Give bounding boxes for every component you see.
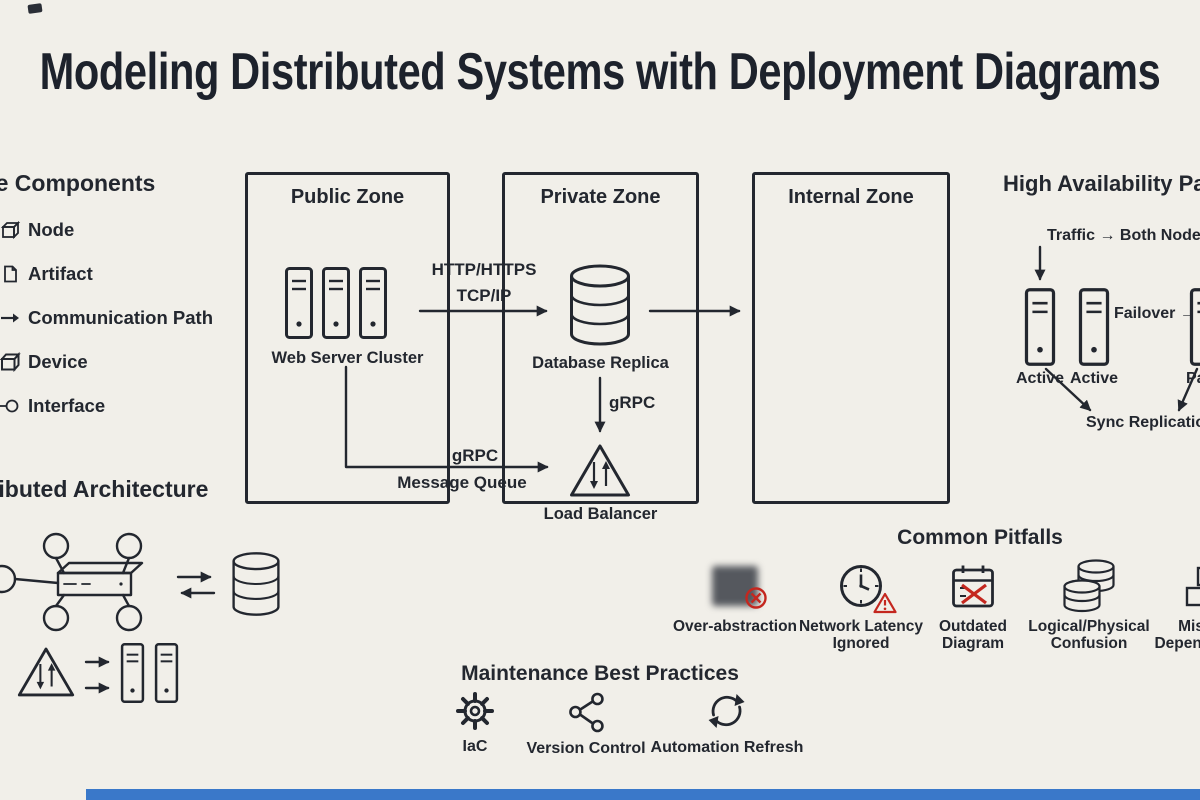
server-icon (120, 642, 145, 704)
component-item-device: Device (0, 348, 88, 376)
grpc-db-lb-label: gRPC (609, 393, 656, 412)
distributed-architecture-heading: Distributed Architecture (0, 476, 209, 502)
component-item-communication-path: Communication Path (0, 304, 213, 332)
calendar-x-icon (950, 560, 996, 612)
pitfall-outdated-diagram: Outdated Diagram (910, 560, 1036, 653)
maintenance-heading: Maintenance Best Practices (461, 662, 739, 685)
ha-node-label: Active (1069, 370, 1119, 387)
ha-node-label: Active (1015, 370, 1065, 387)
maintenance-label: Version Control (526, 740, 646, 757)
pitfall-over-abstraction: Over-abstraction (672, 560, 798, 635)
protocol-http-label: HTTP/HTTPS (431, 260, 537, 279)
grpc-web-lb-label: gRPC (451, 446, 499, 465)
clock-icon (837, 560, 897, 614)
balancer-to-servers-sketch (17, 642, 179, 704)
network-node-circle (42, 532, 70, 560)
traffic-both-nodes-label: Traffic → Both Nodes (1047, 227, 1200, 244)
red-circle-x-icon (745, 587, 767, 609)
message-queue-label: Message Queue (397, 473, 527, 492)
ha-node-label: Passive (1186, 370, 1200, 387)
common-pitfalls-heading: Common Pitfalls (897, 526, 1063, 549)
high-availability-heading: High Availability Pattern (1003, 171, 1200, 196)
database-replica-icon (570, 264, 630, 346)
ha-passive-server-icon (1189, 288, 1200, 366)
private-zone-title: Private Zone (540, 186, 661, 208)
stacked-boxes-icon (1183, 560, 1200, 612)
load-balancer-icon (570, 444, 630, 497)
database-icon (232, 552, 280, 616)
pitfall-network-latency: Network Latency Ignored (798, 560, 924, 653)
load-balancer-icon (17, 647, 75, 697)
sync-replication-label: Sync Replication (1086, 414, 1200, 431)
corner-mark (27, 3, 43, 14)
network-node-circle (115, 532, 143, 560)
component-label: Node (28, 219, 75, 240)
network-node-circle (115, 604, 143, 632)
network-hub-database-sketch (0, 532, 280, 632)
interface-lollipop-icon (0, 399, 19, 413)
switch-icon (56, 561, 144, 575)
pitfall-missing-dependencies: Missing Dependencies (1144, 560, 1200, 653)
public-zone: Public Zone (245, 172, 450, 504)
web-server-cluster-label: Web Server Cluster (271, 349, 424, 367)
internal-zone: Internal Zone (752, 172, 950, 504)
component-label: Device (28, 351, 88, 372)
maintenance-label: Automation Refresh (650, 739, 804, 756)
pitfall-label: Over-abstraction (672, 618, 798, 635)
pitfall-logical-physical: Logical/Physical Confusion (1026, 559, 1152, 653)
device-box-icon (0, 351, 21, 373)
stacked-databases-icon (1061, 559, 1117, 613)
core-components-heading: Core Components (0, 170, 156, 196)
component-item-artifact: Artifact (0, 260, 93, 288)
component-item-node: Node (0, 216, 74, 244)
clock-face-icon (840, 565, 882, 607)
database-replica-label: Database Replica (532, 354, 669, 372)
private-zone: Private Zone (502, 172, 699, 504)
artifact-document-icon (4, 265, 17, 283)
ha-active-server-2-icon (1078, 288, 1110, 366)
footer-accent-bar (86, 789, 1200, 800)
version-control-branch-icon (568, 692, 604, 733)
server-icon (154, 642, 179, 704)
component-label: Communication Path (28, 307, 214, 328)
refresh-cycle-icon (709, 694, 745, 728)
pitfall-label: Missing Dependencies (1154, 618, 1200, 653)
network-node-circle (0, 564, 17, 594)
internal-zone-title: Internal Zone (788, 186, 914, 208)
component-item-interface: Interface (0, 392, 105, 420)
blurred-box-icon (712, 560, 767, 612)
maintenance-item-iac: IaC (455, 691, 495, 756)
failover-label: Failover → (1114, 305, 1196, 322)
maintenance-item-automation-refresh: Automation Refresh (650, 690, 804, 757)
communication-arrow-icon (1, 313, 19, 323)
component-label: Interface (28, 395, 106, 416)
pitfall-label: Logical/Physical Confusion (1028, 618, 1150, 653)
pitfall-label: Outdated Diagram (938, 618, 1008, 653)
public-zone-title: Public Zone (290, 186, 405, 208)
ha-active-server-1-icon (1024, 288, 1056, 366)
protocol-tcp-label: TCP/IP (456, 286, 512, 305)
maintenance-label: IaC (462, 738, 488, 755)
maintenance-item-version-control: Version Control (526, 691, 646, 758)
node-cube-icon (0, 220, 21, 240)
web-server-cluster-icon (285, 267, 387, 339)
load-balancer-label: Load Balancer (543, 505, 658, 523)
network-node-circle (42, 604, 70, 632)
component-label: Artifact (28, 263, 93, 284)
gear-icon (456, 692, 494, 730)
pitfall-label: Network Latency Ignored (798, 618, 924, 653)
page-title: Modeling Distributed Systems with Deploy… (39, 43, 1161, 101)
warning-triangle-icon (873, 592, 897, 614)
